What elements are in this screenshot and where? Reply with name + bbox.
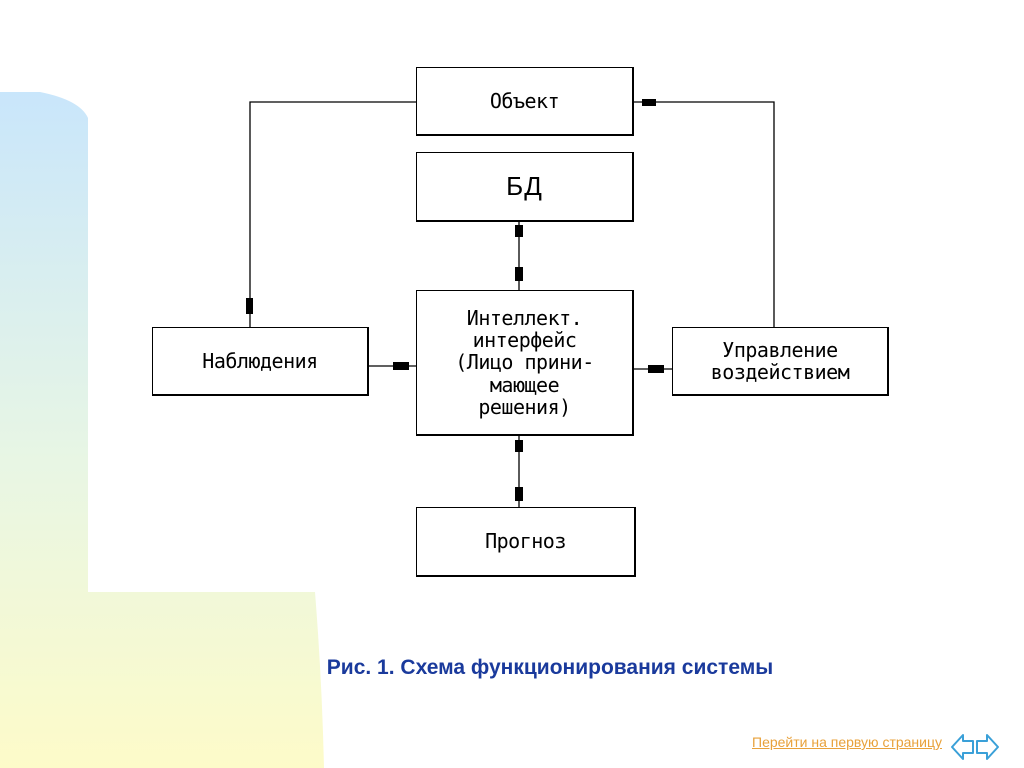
- arrow-marker: [246, 298, 253, 314]
- node-db: БД: [416, 152, 634, 222]
- node-observation: Наблюдения: [152, 327, 369, 396]
- node-db-label: БД: [506, 170, 543, 201]
- node-interface: Интеллект. интерфейс (Лицо прини- мающее…: [416, 290, 634, 436]
- node-forecast-label: Прогноз: [485, 529, 566, 554]
- arrow-marker: [515, 440, 523, 452]
- node-forecast: Прогноз: [416, 507, 636, 577]
- arrow-marker: [642, 99, 656, 106]
- node-control-label: Управление воздействием: [710, 337, 850, 384]
- first-page-link[interactable]: Перейти на первую страницу: [752, 734, 942, 750]
- arrow-marker: [515, 267, 523, 281]
- prev-next-arrows-icon[interactable]: [950, 730, 1000, 764]
- arrow-marker: [515, 225, 523, 237]
- arrow-marker: [393, 362, 409, 370]
- node-interface-label: Интеллект. интерфейс (Лицо прини- мающее…: [455, 305, 594, 420]
- arrow-marker: [515, 487, 523, 501]
- node-object-label: Объект: [489, 88, 560, 113]
- figure-caption: Рис. 1. Схема функционирования системы: [326, 656, 774, 679]
- node-control: Управление воздействием: [672, 327, 889, 396]
- node-observation-label: Наблюдения: [202, 348, 318, 373]
- arrow-marker: [648, 365, 664, 373]
- node-object: Объект: [416, 67, 634, 136]
